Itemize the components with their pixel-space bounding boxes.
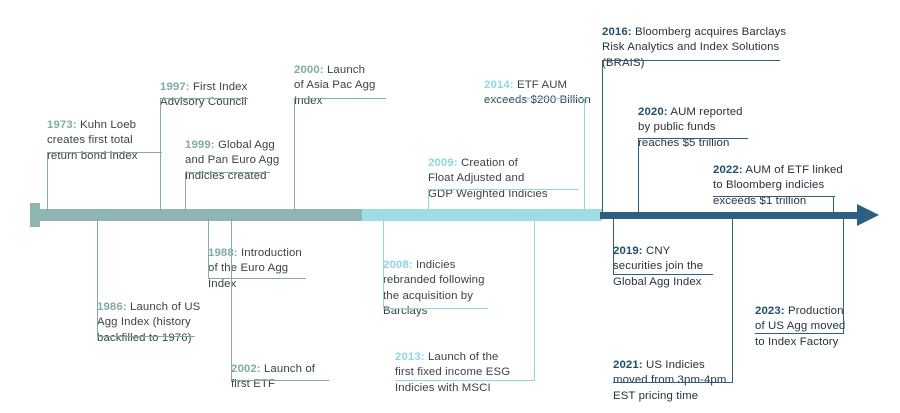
event-2021-year: 2021:: [613, 359, 643, 372]
event-2013-year: 2013:: [395, 351, 425, 364]
event-2000-year: 2000:: [294, 64, 324, 77]
event-1986-bracket-vertical: [97, 219, 98, 337]
event-2016-text: Bloomberg acquires Barclays Risk Analyti…: [602, 26, 787, 69]
event-2019-bracket-horizontal: [613, 274, 713, 275]
event-1973-label: 1973: Kuhn Loeb creates first total retu…: [47, 103, 167, 164]
event-1986-text: Launch of US Agg Index (history backfill…: [97, 301, 201, 344]
event-2022-year: 2022:: [713, 164, 743, 177]
event-2023-label: 2023: Production of US Agg moved to Inde…: [755, 289, 875, 350]
event-2013-bracket-horizontal: [395, 380, 535, 381]
event-1997-bracket-vertical: [160, 98, 161, 212]
event-2022-bracket-vertical: [833, 196, 834, 212]
event-2023-bracket-horizontal: [755, 333, 844, 334]
event-2002-label: 2002: Launch of first ETF: [231, 347, 341, 393]
event-1986-bracket-horizontal: [97, 336, 195, 337]
event-1999-year: 1999:: [185, 139, 215, 152]
event-2000-bracket-horizontal: [294, 98, 386, 99]
event-2021-text: US Indicies moved from 3pm-4pm EST prici…: [613, 359, 727, 402]
event-2008-year: 2008:: [383, 259, 413, 272]
event-2008-bracket-horizontal: [383, 308, 488, 309]
event-2020-label: 2020: AUM reported by public funds reach…: [638, 90, 788, 151]
event-2014-year: 2014:: [484, 79, 514, 92]
event-2008-text: Indicies rebranded following the acquisi…: [383, 259, 485, 317]
event-2000-text: Launch of Asia Pac Agg Index: [294, 64, 376, 107]
event-2022-label: 2022: AUM of ETF linked to Bloomberg ind…: [713, 148, 873, 209]
event-2013-bracket-vertical: [534, 221, 535, 381]
event-2014-bracket-horizontal: [484, 98, 586, 99]
event-1999-bracket-horizontal: [185, 172, 270, 173]
timeline-segment-barclays-era: [362, 209, 602, 221]
event-2008-bracket-vertical: [383, 221, 384, 309]
event-2009-bracket-horizontal: [428, 189, 578, 190]
event-1973-bracket-vertical: [47, 152, 48, 212]
event-2020-text: AUM reported by public funds reaches $5 …: [638, 106, 743, 149]
event-2022-bracket-horizontal: [713, 196, 835, 197]
event-2019-year: 2019:: [613, 245, 643, 258]
event-2000-bracket-vertical: [294, 98, 295, 212]
timeline-segment-bloomberg-era: [600, 212, 865, 219]
event-1997-label: 1997: First Index Advisory Council: [160, 65, 295, 111]
event-2022-text: AUM of ETF linked to Bloomberg indicies …: [713, 164, 843, 207]
event-2014-label: 2014: ETF AUM exceeds $200 Billion: [484, 63, 634, 109]
event-2009-label: 2009: Creation of Float Adjusted and GDP…: [428, 141, 588, 202]
timeline-arrow-icon: [857, 204, 879, 226]
event-2023-year: 2023:: [755, 305, 785, 318]
event-2013-text: Launch of the first fixed income ESG Ind…: [395, 351, 511, 394]
event-1988-label: 1988: Introduction of the Euro Agg Index: [208, 231, 333, 292]
event-2021-bracket-vertical: [732, 217, 733, 383]
event-2002-bracket-vertical: [231, 219, 232, 381]
event-2019-bracket-vertical: [613, 217, 614, 275]
event-1973-bracket-horizontal: [47, 152, 162, 153]
event-2023-bracket-vertical: [843, 217, 844, 334]
event-1988-text: Introduction of the Euro Agg Index: [208, 247, 302, 290]
event-2016-label: 2016: Bloomberg acquires Barclays Risk A…: [602, 10, 802, 71]
event-2016-year: 2016:: [602, 26, 632, 39]
event-2020-bracket-horizontal: [638, 138, 748, 139]
event-2016-bracket-horizontal: [602, 60, 780, 61]
event-2023-text: Production of US Agg moved to Index Fact…: [755, 305, 846, 348]
event-2002-text: Launch of first ETF: [231, 363, 316, 391]
event-1999-label: 1999: Global Agg and Pan Euro Agg Indici…: [185, 123, 310, 184]
event-1997-year: 1997:: [160, 81, 190, 94]
event-2002-year: 2002:: [231, 363, 261, 376]
event-2016-bracket-vertical: [602, 60, 603, 212]
event-1986-year: 1986:: [97, 301, 127, 314]
event-2020-year: 2020:: [638, 106, 668, 119]
event-2019-label: 2019: CNY securities join the Global Agg…: [613, 229, 733, 290]
event-2021-bracket-horizontal: [613, 382, 733, 383]
event-2013-label: 2013: Launch of the first fixed income E…: [395, 335, 535, 396]
event-1986-label: 1986: Launch of US Agg Index (history ba…: [97, 285, 247, 346]
event-2008-label: 2008: Indicies rebranded following the a…: [383, 243, 503, 319]
event-2000-label: 2000: Launch of Asia Pac Agg Index: [294, 48, 404, 109]
event-2020-bracket-vertical: [638, 138, 639, 212]
timeline-segment-early-era: [30, 209, 368, 221]
event-2019-text: CNY securities join the Global Agg Index: [613, 245, 704, 288]
event-1997-text: First Index Advisory Council: [160, 81, 248, 109]
event-2009-text: Creation of Float Adjusted and GDP Weigh…: [428, 157, 548, 200]
event-1988-year: 1988:: [208, 247, 238, 260]
event-2021-label: 2021: US Indicies moved from 3pm-4pm EST…: [613, 343, 753, 404]
event-1988-bracket-vertical: [208, 219, 209, 279]
event-2002-bracket-horizontal: [231, 380, 329, 381]
event-1973-year: 1973:: [47, 119, 77, 132]
event-1988-bracket-horizontal: [208, 278, 306, 279]
event-1997-bracket-horizontal: [160, 98, 248, 99]
event-2009-year: 2009:: [428, 157, 458, 170]
event-2014-bracket-vertical: [584, 98, 585, 212]
event-1999-bracket-vertical: [185, 172, 186, 212]
event-2014-text: ETF AUM exceeds $200 Billion: [484, 79, 591, 107]
event-2009-bracket-vertical: [428, 189, 429, 212]
